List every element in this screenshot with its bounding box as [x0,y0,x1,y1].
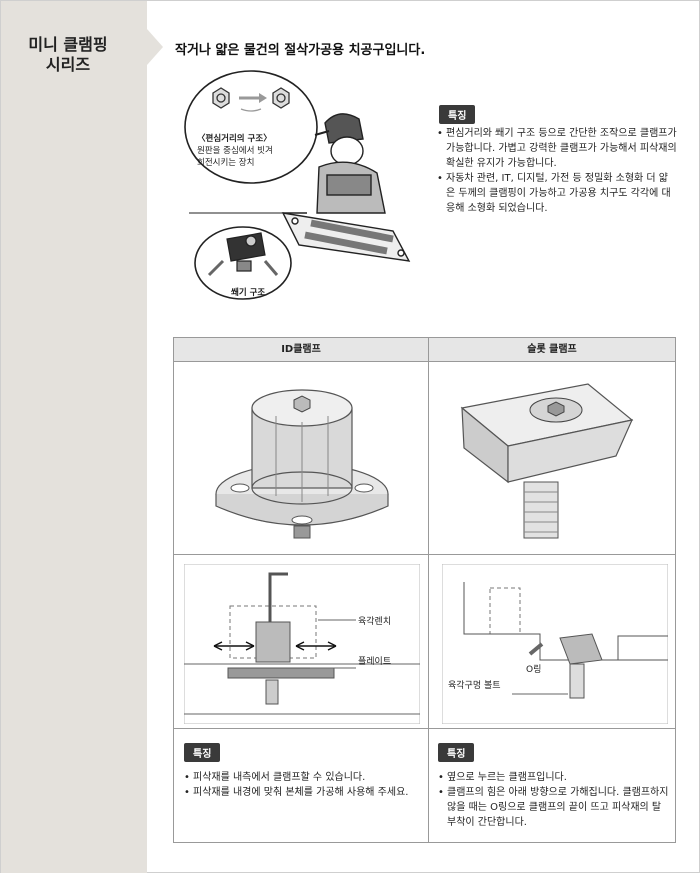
sidebar-arrow [147,29,163,65]
id-clamp-features: 특징 피삭재를 내측에서 클램프할 수 있습니다. 피삭재를 내경에 맞춰 본체… [184,742,420,800]
list-item: 피삭재를 내측에서 클램프할 수 있습니다. [184,770,420,785]
jig-plate [281,212,411,262]
worker-with-clamp-illustration: 〈편심거리의 구조〉 원판을 중심에서 빗겨 회전시키는 장치 [184,70,411,300]
series-title: 미니 클램핑 시리즈 [28,35,108,74]
table-header: ID클램프 슬롯 클램프 [174,338,675,362]
slot-clamp-features: 특징 옆으로 누르는 클램프입니다. 클램프의 힘은 아래 방향으로 가해집니다… [438,742,670,830]
header-slot-clamp: 슬롯 클램프 [527,344,577,355]
column-divider [428,338,429,842]
oring-label: O링 [526,663,541,675]
list-item: 클램프의 힘은 아래 방향으로 가해집니다. 클램프하지 않을 때는 O링으로 … [438,785,670,830]
worker-figure [283,113,386,214]
hex-bolt-label: 육각구멍 볼트 [448,679,501,691]
header-id-clamp: ID클램프 [281,344,321,355]
slot-clamp-diagram: O링 육각구멍 볼트 [441,563,669,725]
row-divider [174,728,675,729]
hex-wrench-label: 육각렌치 [358,615,391,627]
id-clamp-diagram: 육각렌치 플레이트 [183,563,421,725]
feature-badge: 특징 [439,105,476,124]
id-clamp-feature-list: 피삭재를 내측에서 클램프할 수 있습니다. 피삭재를 내경에 맞춰 본체를 가… [184,770,420,800]
eccentric-nut-icon [212,87,290,112]
list-item: 옆으로 누르는 클램프입니다. [438,770,670,785]
sidebar: 미니 클램핑 시리즈 [1,1,147,873]
hero-illustration: 〈편심거리의 구조〉 원판을 중심에서 빗겨 회전시키는 장치 [179,63,415,313]
list-item: 편심거리와 쐐기 구조 등으로 간단한 조작으로 클램프가 가능합니다. 가볍고… [437,126,677,171]
feature-badge: 특징 [438,743,475,762]
row-divider [174,554,675,555]
top-feature-list: 편심거리와 쐐기 구조 등으로 간단한 조작으로 클램프가 가능합니다. 가볍고… [437,126,677,216]
plate-label: 플레이트 [358,656,391,667]
callout-line-2: 회전시키는 장치 [197,157,254,168]
slot-clamp-product-image [456,372,652,546]
list-item: 자동차 관련, IT, 디지털, 가전 등 정밀화 소형화 더 얇은 두께의 클… [437,171,677,216]
callout-title: 〈편심거리의 구조〉 [197,133,272,144]
callout-line-1: 원판을 중심에서 빗겨 [197,145,273,156]
slot-clamp-feature-list: 옆으로 누르는 클램프입니다. 클램프의 힘은 아래 방향으로 가해집니다. 클… [438,770,670,830]
wedge-block-icon [226,232,266,272]
list-item: 피삭재를 내경에 맞춰 본체를 가공해 사용해 주세요. [184,785,420,800]
wedge-label: 쐐기 구조 [231,287,265,298]
id-clamp-product-image [204,376,400,546]
page-headline: 작거나 얇은 물건의 절삭가공용 치공구입니다. [175,43,426,58]
feature-badge: 특징 [184,743,221,762]
product-comparison-table: ID클램프 슬롯 클램프 [173,337,676,843]
